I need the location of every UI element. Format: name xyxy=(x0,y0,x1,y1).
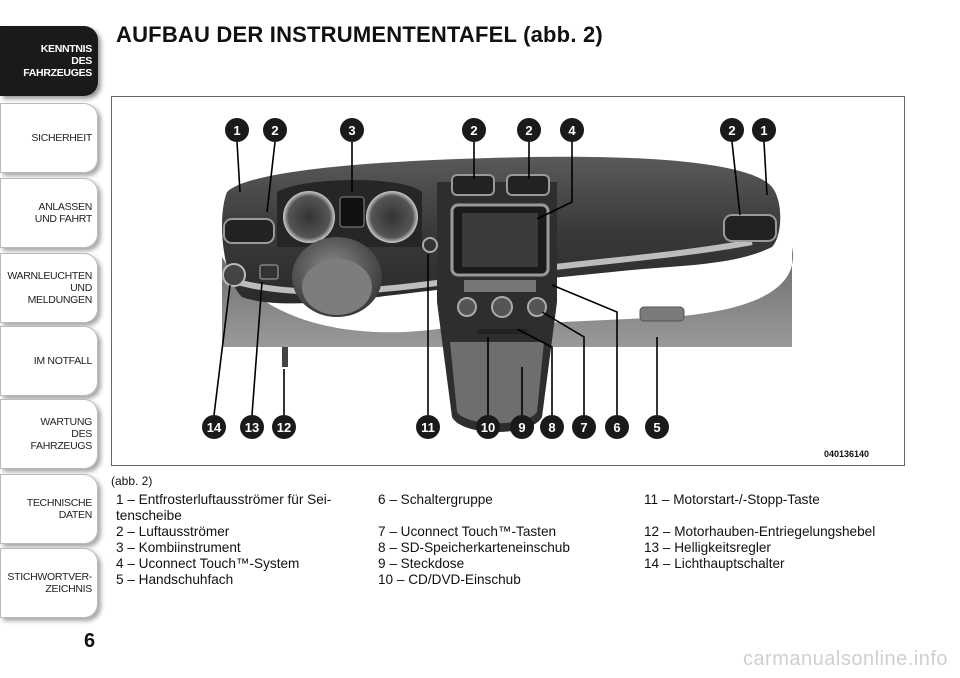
dashboard-illustration: 1 2 3 2 2 4 2 1 14 13 12 11 10 9 8 7 6 5… xyxy=(202,118,869,459)
tab-label: STICHWORTVER- xyxy=(7,571,92,583)
svg-text:2: 2 xyxy=(271,123,278,138)
callout-14: 14 xyxy=(202,415,226,439)
callout-1-left: 1 xyxy=(225,118,249,142)
legend-column-2: 6 – Schaltergruppe 7 – Uconnect Touch™-T… xyxy=(378,492,570,588)
tab-label: DES xyxy=(71,55,92,67)
legend-item: 13 – Helligkeitsregler xyxy=(644,540,771,555)
tab-im-notfall[interactable]: IM NOTFALL xyxy=(0,326,98,396)
svg-text:8: 8 xyxy=(548,420,555,435)
tab-label: FAHRZEUGES xyxy=(23,67,92,79)
tab-label: UND xyxy=(70,282,92,294)
svg-text:10: 10 xyxy=(481,420,495,435)
tab-label: WARNLEUCHTEN xyxy=(7,270,92,282)
callout-3: 3 xyxy=(340,118,364,142)
callout-11: 11 xyxy=(416,415,440,439)
callout-13: 13 xyxy=(240,415,264,439)
svg-text:6: 6 xyxy=(613,420,620,435)
page-title: AUFBAU DER INSTRUMENTENTAFEL (abb. 2) xyxy=(116,22,603,47)
legend-item: 4 – Uconnect Touch™-System xyxy=(116,556,300,571)
tab-sicherheit[interactable]: SICHERHEIT xyxy=(0,103,98,173)
svg-text:11: 11 xyxy=(421,420,435,435)
callout-2-center-right: 2 xyxy=(517,118,541,142)
tab-label: KENNTNIS xyxy=(40,43,93,55)
legend-item: 6 – Schaltergruppe xyxy=(378,492,493,507)
callout-2-left: 2 xyxy=(263,118,287,142)
svg-text:3: 3 xyxy=(348,123,355,138)
svg-text:4: 4 xyxy=(568,123,576,138)
watermark: carmanualsonline.info xyxy=(742,648,948,670)
page-number: 6 xyxy=(84,630,96,652)
tab-label: UND FAHRT xyxy=(34,213,93,225)
callout-10: 10 xyxy=(476,415,500,439)
callout-5: 5 xyxy=(645,415,669,439)
svg-text:7: 7 xyxy=(580,420,587,435)
tab-label: DATEN xyxy=(58,509,93,521)
callout-1-right: 1 xyxy=(752,118,776,142)
dashboard-figure: 1 2 3 2 2 4 2 1 14 13 12 11 10 9 8 7 6 5… xyxy=(111,96,905,466)
tab-label: IM NOTFALL xyxy=(33,355,93,367)
tab-label: ANLASSEN xyxy=(38,201,92,213)
legend-item: 2 – Luftausströmer xyxy=(116,524,230,539)
callout-2-center-left: 2 xyxy=(462,118,486,142)
svg-text:14: 14 xyxy=(207,420,222,435)
callout-4: 4 xyxy=(560,118,584,142)
callout-12: 12 xyxy=(272,415,296,439)
legend-item: 11 – Motorstart-/-Stopp-Taste xyxy=(644,492,820,507)
legend-item: 8 – SD-Speicherkarteneinschub xyxy=(378,540,570,555)
callout-9: 9 xyxy=(510,415,534,439)
callout-6: 6 xyxy=(605,415,629,439)
legend-item: tenscheibe xyxy=(116,508,182,523)
legend-item: 5 – Handschuhfach xyxy=(116,572,234,587)
callout-8: 8 xyxy=(540,415,564,439)
tab-label: WARTUNG xyxy=(40,416,92,428)
legend-item: 3 – Kombiinstrument xyxy=(116,540,241,555)
legend-column-3: 11 – Motorstart-/-Stopp-Taste 12 – Motor… xyxy=(644,492,875,572)
tab-label: TECHNISCHE xyxy=(26,497,93,509)
tab-label: DES xyxy=(71,428,92,440)
legend-column-1: 1 – Entfrosterluftausströmer für Sei- te… xyxy=(116,492,331,588)
legend-item: 12 – Motorhauben-Entriegelungshebel xyxy=(644,524,876,539)
legend-item: 10 – CD/DVD-Einschub xyxy=(378,572,521,587)
legend-item: 14 – Lichthauptschalter xyxy=(644,556,785,571)
callout-2-right: 2 xyxy=(720,118,744,142)
svg-text:9: 9 xyxy=(518,420,525,435)
figure-code: 040136140 xyxy=(824,449,869,459)
tab-label: MELDUNGEN xyxy=(27,294,93,306)
svg-text:1: 1 xyxy=(233,123,240,138)
svg-text:2: 2 xyxy=(728,123,735,138)
legend-item: 7 – Uconnect Touch™-Tasten xyxy=(378,524,557,539)
svg-text:5: 5 xyxy=(653,420,660,435)
svg-text:2: 2 xyxy=(470,123,477,138)
tab-label: SICHERHEIT xyxy=(31,132,92,144)
svg-text:1: 1 xyxy=(760,123,767,138)
legend-item: 1 – Entfrosterluftausströmer für Sei- xyxy=(116,492,332,507)
figure-caption: (abb. 2) xyxy=(111,474,153,488)
legend-spacer xyxy=(378,508,570,524)
legend-spacer xyxy=(644,508,875,524)
legend-item: 9 – Steckdose xyxy=(378,556,465,571)
tab-label: ZEICHNIS xyxy=(45,583,92,595)
callout-7: 7 xyxy=(572,415,596,439)
svg-text:2: 2 xyxy=(525,123,532,138)
tab-label: FAHRZEUGS xyxy=(30,440,93,452)
tab-stichwortverzeichnis[interactable]: STICHWORTVER-ZEICHNIS xyxy=(0,548,98,618)
svg-text:13: 13 xyxy=(245,420,259,435)
svg-text:12: 12 xyxy=(277,420,291,435)
